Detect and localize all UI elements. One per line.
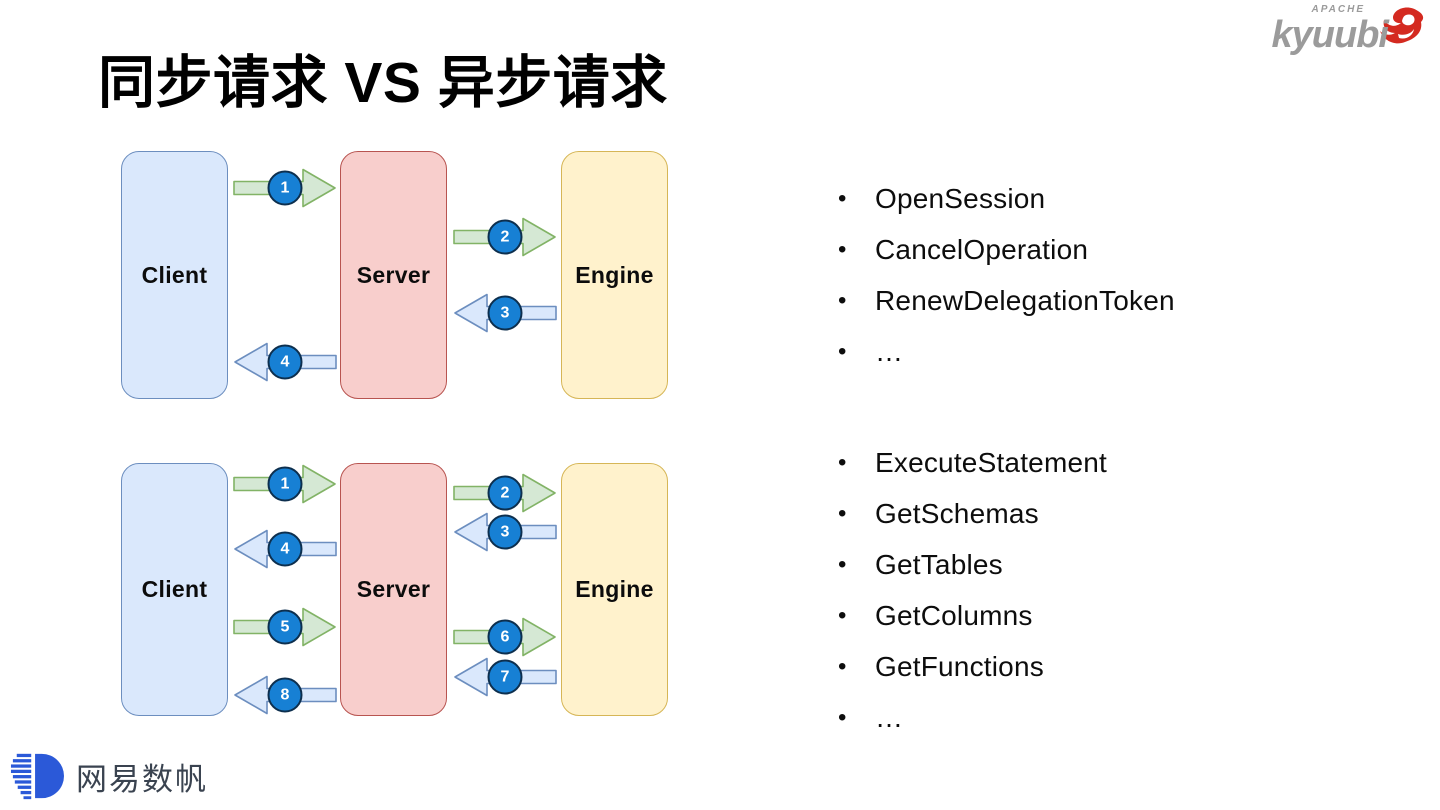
step-number: 4 <box>267 531 303 567</box>
step-number: 4 <box>267 344 303 380</box>
api-name: … <box>875 335 904 367</box>
async-server-label: Server <box>356 576 431 602</box>
sync-api-list: • OpenSession • CancelOperation • RenewDele… <box>838 173 1175 377</box>
step-number: 7 <box>487 659 523 695</box>
bullet-icon: • <box>838 235 847 263</box>
api-name: GetFunctions <box>875 650 1044 682</box>
async-arrow-3-left-icon: 3 <box>452 510 558 554</box>
api-name: ExecuteStatement <box>875 446 1107 478</box>
api-name: RenewDelegationToken <box>875 284 1175 316</box>
list-item: • GetTables <box>838 539 1107 590</box>
api-name: GetColumns <box>875 599 1033 631</box>
bullet-icon: • <box>838 184 847 212</box>
async-engine-box: Engine <box>561 463 668 716</box>
step-number: 3 <box>487 514 523 550</box>
bullet-icon: • <box>838 652 847 680</box>
api-name: … <box>875 701 904 733</box>
async-arrow-2-right-icon: 2 <box>452 471 558 515</box>
api-name: CancelOperation <box>875 233 1089 265</box>
list-item: • OpenSession <box>838 173 1175 224</box>
bullet-icon: • <box>838 550 847 578</box>
step-number: 2 <box>487 475 523 511</box>
list-item: • RenewDelegationToken <box>838 275 1175 326</box>
netease-shufan-label: 网易数帆 <box>76 761 208 797</box>
kyuubi-name: kyuubi <box>1271 14 1389 56</box>
async-arrow-8-left-icon: 8 <box>232 673 338 717</box>
netease-shufan-logo: 网易数帆 <box>10 752 208 800</box>
slide-title: 同步请求 VS 异步请求 <box>98 51 668 115</box>
async-arrow-5-right-icon: 5 <box>232 605 338 649</box>
list-item: • GetColumns <box>838 590 1107 641</box>
api-name: GetSchemas <box>875 497 1039 529</box>
sync-arrow-1-right-icon: 1 <box>232 166 338 210</box>
async-client-box: Client <box>121 463 228 716</box>
bullet-icon: • <box>838 448 847 476</box>
sync-engine-box: Engine <box>561 151 668 399</box>
list-item: • GetSchemas <box>838 488 1107 539</box>
step-number: 1 <box>267 466 303 502</box>
sync-engine-label: Engine <box>575 261 654 288</box>
sync-arrow-4-left-icon: 4 <box>232 340 338 384</box>
sync-server-box: Server <box>340 151 447 399</box>
async-engine-label: Engine <box>575 576 654 602</box>
bullet-icon: • <box>838 286 847 314</box>
bullet-icon: • <box>838 601 847 629</box>
async-server-box: Server <box>340 463 447 716</box>
list-item: • CancelOperation <box>838 224 1175 275</box>
step-number: 2 <box>487 219 523 255</box>
apache-label: APACHE <box>1311 4 1366 15</box>
sync-arrow-2-right-icon: 2 <box>452 215 558 259</box>
async-arrow-6-right-icon: 6 <box>452 615 558 659</box>
async-client-label: Client <box>141 576 208 602</box>
step-number: 5 <box>267 609 303 645</box>
sync-client-box: Client <box>121 151 228 399</box>
async-api-list: • ExecuteStatement • GetSchemas • GetTables… <box>838 437 1107 743</box>
async-arrow-4-left-icon: 4 <box>232 527 338 571</box>
kyuubi-logo: APACHE kyuubi <box>1271 4 1426 56</box>
sync-client-label: Client <box>141 261 208 288</box>
step-number: 6 <box>487 619 523 655</box>
step-number: 1 <box>267 170 303 206</box>
list-item: • ExecuteStatement <box>838 437 1107 488</box>
api-name: OpenSession <box>875 182 1046 214</box>
async-arrow-1-right-icon: 1 <box>232 462 338 506</box>
list-item: •… <box>838 326 1175 377</box>
kyuubi-wordmark: APACHE kyuubi <box>1271 4 1389 56</box>
bullet-icon: • <box>838 499 847 527</box>
sync-server-label: Server <box>356 261 431 288</box>
list-item: • GetFunctions <box>838 641 1107 692</box>
list-item: •… <box>838 692 1107 743</box>
bullet-icon: • <box>838 703 847 731</box>
kyuubi-shrimp-icon <box>1380 7 1424 44</box>
api-name: GetTables <box>875 548 1003 580</box>
netease-shufan-icon <box>10 753 64 800</box>
step-number: 8 <box>267 677 303 713</box>
bullet-icon: • <box>838 337 847 365</box>
async-arrow-7-left-icon: 7 <box>452 655 558 699</box>
step-number: 3 <box>487 295 523 331</box>
sync-arrow-3-left-icon: 3 <box>452 291 558 335</box>
